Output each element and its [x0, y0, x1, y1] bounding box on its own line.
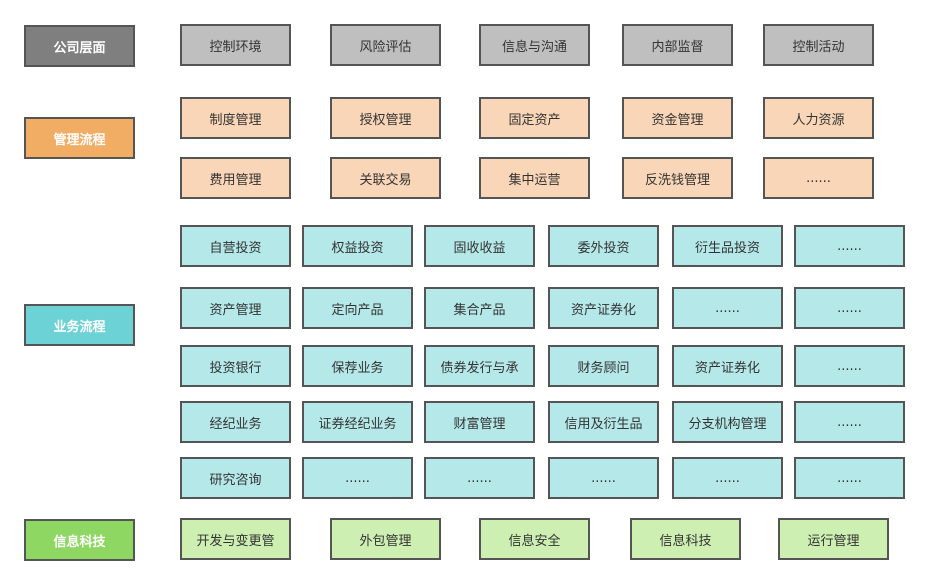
tech-item: 信息科技 — [630, 518, 741, 560]
tech-item: 运行管理 — [778, 518, 889, 560]
business-item: ...... — [302, 457, 413, 499]
management-item: 制度管理 — [180, 97, 291, 139]
business-item: 资产管理 — [180, 287, 291, 329]
business-item: 信用及衍生品 — [548, 401, 659, 443]
business-item: 定向产品 — [302, 287, 413, 329]
business-item: 委外投资 — [548, 225, 659, 267]
business-item: 保荐业务 — [302, 345, 413, 387]
management-item: 反洗钱管理 — [622, 157, 733, 199]
business-item: ...... — [794, 345, 905, 387]
management-item: 关联交易 — [330, 157, 441, 199]
layer-label-tech: 信息科技 — [24, 519, 135, 561]
company-item: 信息与沟通 — [479, 24, 590, 66]
business-item: 投资银行 — [180, 345, 291, 387]
company-item: 控制活动 — [763, 24, 874, 66]
management-item: 固定资产 — [479, 97, 590, 139]
layer-label-management: 管理流程 — [24, 117, 135, 159]
tech-item: 信息安全 — [479, 518, 590, 560]
business-item: 衍生品投资 — [672, 225, 783, 267]
business-item: 研究咨询 — [180, 457, 291, 499]
business-item: ...... — [794, 457, 905, 499]
tech-item: 开发与变更管 — [180, 518, 291, 560]
business-item: 资产证券化 — [672, 345, 783, 387]
business-item: 权益投资 — [302, 225, 413, 267]
company-item: 控制环境 — [180, 24, 291, 66]
business-item: 自营投资 — [180, 225, 291, 267]
business-item: 分支机构管理 — [672, 401, 783, 443]
business-item: ...... — [672, 287, 783, 329]
management-item: 资金管理 — [622, 97, 733, 139]
company-item: 内部监督 — [622, 24, 733, 66]
business-item: 财富管理 — [424, 401, 535, 443]
business-item: 财务顾问 — [548, 345, 659, 387]
management-item: 人力资源 — [763, 97, 874, 139]
business-item: 集合产品 — [424, 287, 535, 329]
management-item: ...... — [763, 157, 874, 199]
business-item: ...... — [424, 457, 535, 499]
management-item: 费用管理 — [180, 157, 291, 199]
business-item: 固收收益 — [424, 225, 535, 267]
business-item: ...... — [794, 225, 905, 267]
company-item: 风险评估 — [330, 24, 441, 66]
business-item: 资产证券化 — [548, 287, 659, 329]
layer-label-business: 业务流程 — [24, 304, 135, 346]
business-item: ...... — [794, 287, 905, 329]
business-item: ...... — [794, 401, 905, 443]
layer-label-company: 公司层面 — [24, 25, 135, 67]
management-item: 授权管理 — [330, 97, 441, 139]
business-item: 债券发行与承 — [424, 345, 535, 387]
business-item: ...... — [672, 457, 783, 499]
business-item: 经纪业务 — [180, 401, 291, 443]
management-item: 集中运营 — [479, 157, 590, 199]
tech-item: 外包管理 — [330, 518, 441, 560]
business-item: 证券经纪业务 — [302, 401, 413, 443]
business-item: ...... — [548, 457, 659, 499]
